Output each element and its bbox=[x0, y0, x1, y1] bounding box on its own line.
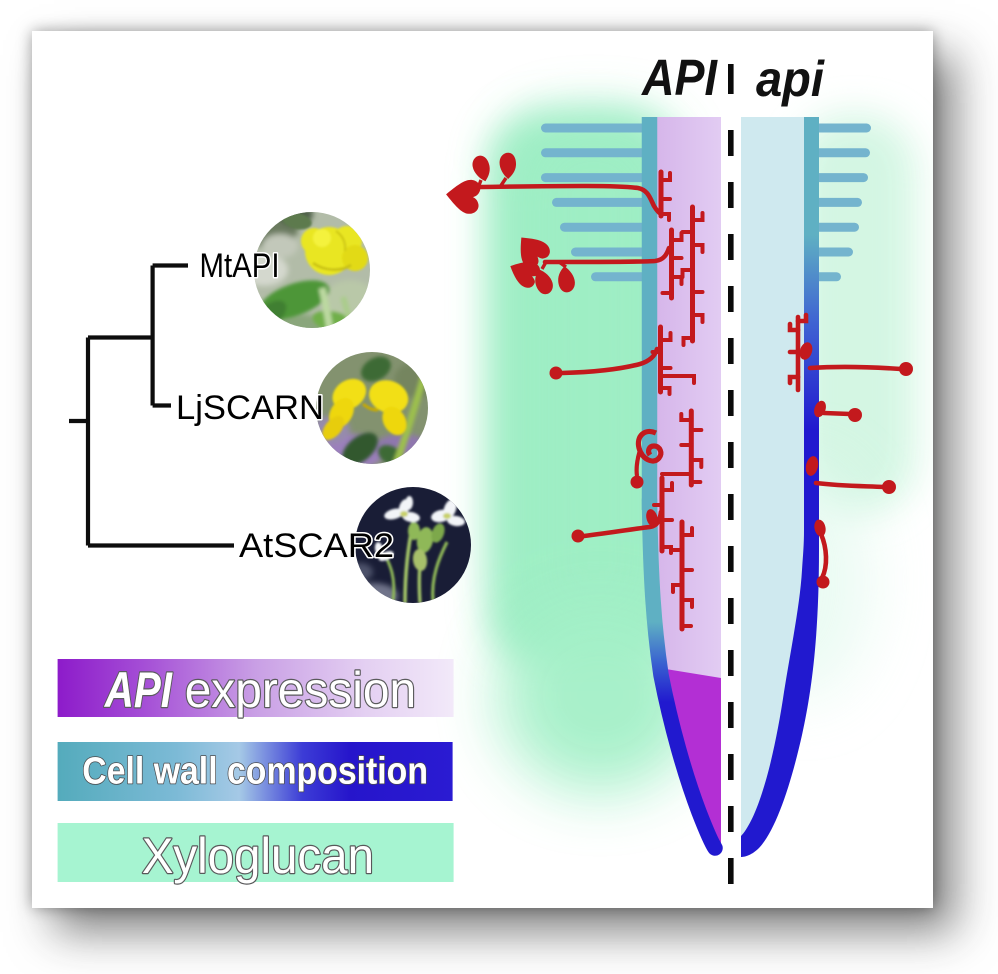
svg-text:API: API bbox=[640, 49, 718, 106]
svg-text:expression: expression bbox=[185, 662, 416, 718]
svg-text:api: api bbox=[756, 51, 825, 107]
svg-text:LjSCARN: LjSCARN bbox=[176, 389, 324, 427]
svg-text:AtSCAR2: AtSCAR2 bbox=[239, 527, 394, 565]
svg-text:Xyloglucan: Xyloglucan bbox=[142, 828, 374, 884]
svg-text:MtAPI: MtAPI bbox=[200, 247, 280, 285]
svg-text:API: API bbox=[103, 662, 173, 718]
svg-text:Cell wall composition: Cell wall composition bbox=[82, 750, 428, 792]
